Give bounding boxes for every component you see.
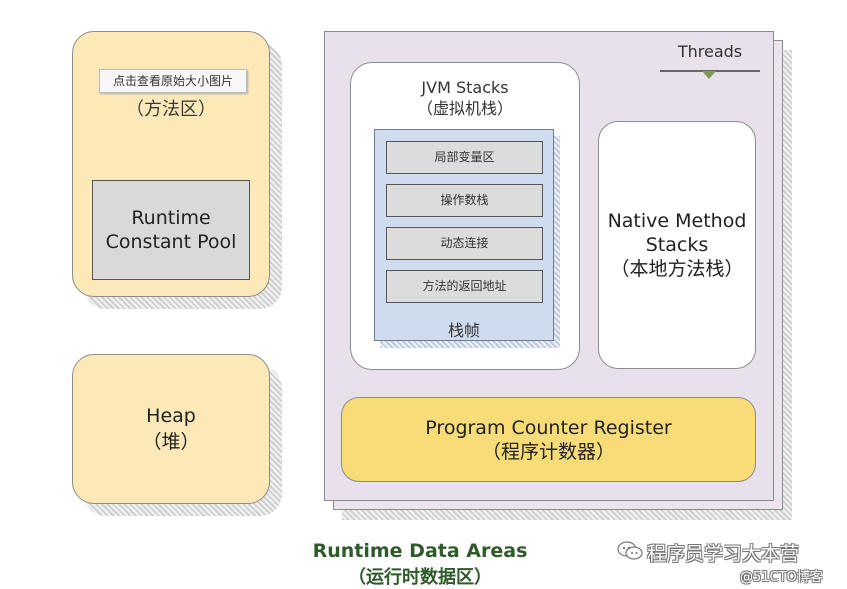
rcp-line1: Runtime: [131, 207, 211, 229]
rcp-line2: Constant Pool: [105, 231, 237, 253]
watermark-channel: 程序员学习大本营: [647, 543, 800, 565]
native-line2: Stacks: [645, 234, 709, 256]
program-counter-register-box: Program Counter Register （程序计数器）: [341, 397, 756, 482]
native-line1: Native Method: [607, 210, 747, 232]
pc-line1: Program Counter Register: [425, 416, 672, 439]
jvm-stacks-title-line2: （虚拟机栈）: [416, 99, 513, 118]
threads-label: Threads: [677, 42, 743, 61]
watermark-site: @51CTO博客: [740, 570, 823, 585]
frame-slot-operand-stack: 操作数栈: [386, 184, 543, 217]
heap-line1: Heap: [146, 405, 196, 427]
native-line3: （本地方法栈）: [610, 258, 744, 280]
runtime-data-areas-title: Runtime Data Areas: [312, 540, 528, 562]
native-method-stacks-box: Native Method Stacks （本地方法栈）: [598, 121, 756, 369]
view-original-tooltip[interactable]: 点击查看原始大小图片: [99, 69, 247, 93]
method-area-label: （方法区）: [126, 99, 216, 120]
runtime-data-areas-subtitle: （运行时数据区）: [348, 567, 492, 588]
jvm-stacks-title-line1: JVM Stacks: [421, 78, 509, 97]
threads-arrow-icon: [702, 71, 716, 79]
runtime-constant-pool-box: Runtime Constant Pool: [92, 180, 250, 280]
frame-slot-local-variables: 局部变量区: [386, 141, 543, 174]
frame-slot-dynamic-linking: 动态连接: [386, 227, 543, 260]
threads-underline: [660, 70, 760, 72]
heap-box: Heap （堆）: [72, 354, 270, 504]
stack-frame-label: 栈帧: [447, 321, 480, 340]
heap-line2: （堆）: [142, 431, 200, 453]
pc-line2: （程序计数器）: [481, 440, 615, 463]
jvm-stacks-title: JVM Stacks （虚拟机栈）: [350, 77, 580, 119]
wechat-icon: [617, 541, 643, 560]
frame-slot-return-address: 方法的返回地址: [386, 270, 543, 303]
